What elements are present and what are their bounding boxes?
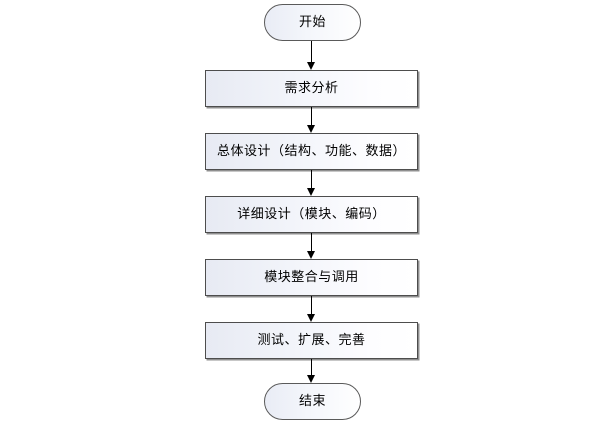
node-start-label: 开始 <box>298 15 326 30</box>
node-requirements-analysis[interactable]: 需求分析 <box>205 70 418 107</box>
node-detailed-design-label: 详细设计（模块、编码） <box>237 207 386 222</box>
connector-line <box>311 107 313 125</box>
arrowhead-down-icon <box>307 375 315 383</box>
connector-line <box>311 296 313 314</box>
arrowhead-down-icon <box>307 188 315 196</box>
node-module-integration[interactable]: 模块整合与调用 <box>205 259 418 296</box>
connector-overall-design-to-detailed-design <box>307 170 316 196</box>
node-module-integration-label: 模块整合与调用 <box>264 270 359 285</box>
node-overall-design-label: 总体设计（结构、功能、数据） <box>216 144 406 159</box>
connector-testing-to-end <box>307 359 316 383</box>
connector-line <box>311 359 313 375</box>
node-requirements-analysis-label: 需求分析 <box>284 81 339 96</box>
arrowhead-down-icon <box>307 251 315 259</box>
node-detailed-design[interactable]: 详细设计（模块、编码） <box>205 196 418 233</box>
node-testing-extension-refinement[interactable]: 测试、扩展、完善 <box>205 322 418 359</box>
node-end[interactable]: 结束 <box>264 383 361 420</box>
connector-line <box>311 41 313 62</box>
connector-line <box>311 170 313 188</box>
node-overall-design[interactable]: 总体设计（结构、功能、数据） <box>205 133 418 170</box>
node-end-label: 结束 <box>298 394 326 409</box>
connector-requirements-to-overall-design <box>307 107 316 133</box>
arrowhead-down-icon <box>307 62 315 70</box>
connector-module-integration-to-testing <box>307 296 316 322</box>
connector-line <box>311 233 313 251</box>
arrowhead-down-icon <box>307 314 315 322</box>
node-start[interactable]: 开始 <box>264 4 361 41</box>
connector-start-to-requirements <box>307 41 316 70</box>
arrowhead-down-icon <box>307 125 315 133</box>
node-testing-extension-refinement-label: 测试、扩展、完善 <box>257 333 366 348</box>
connector-detailed-design-to-module-integration <box>307 233 316 259</box>
